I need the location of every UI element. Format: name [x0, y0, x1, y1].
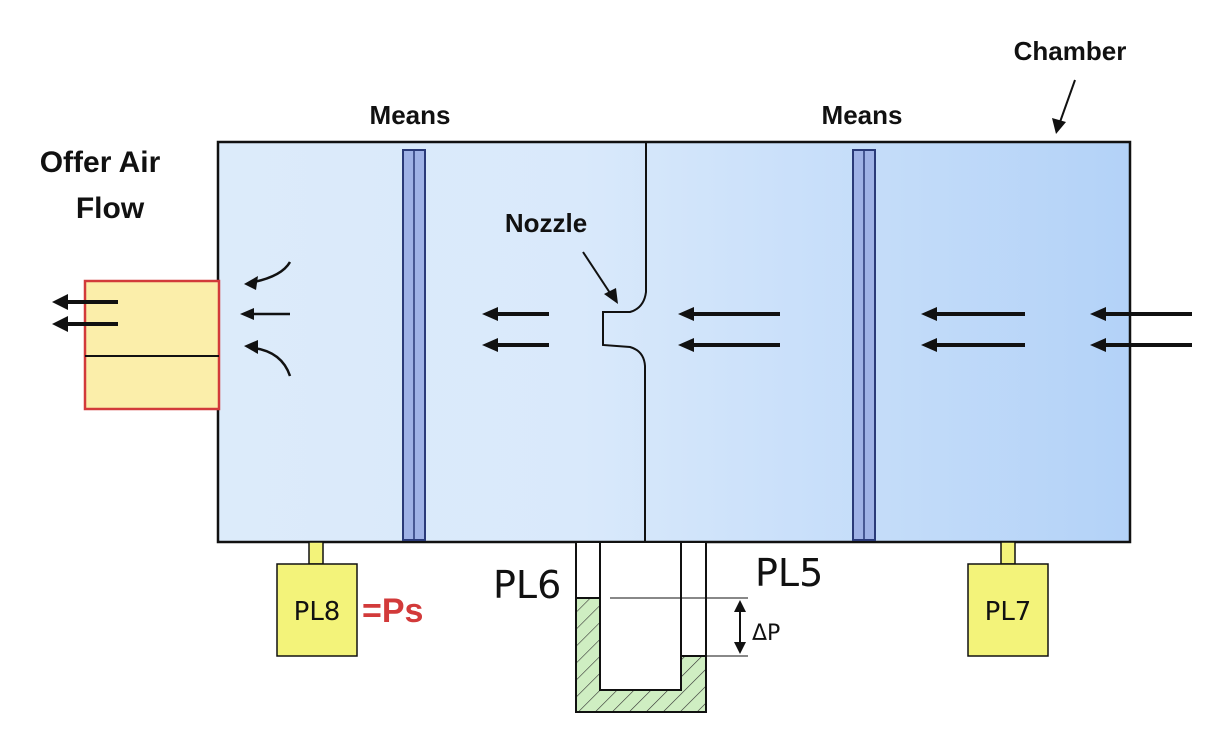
nozzle-wall	[602, 142, 647, 542]
gauge-pl8	[276, 541, 358, 657]
pl6-label: PL6	[493, 563, 561, 607]
pl5-label: PL5	[755, 551, 823, 595]
chamber-body	[216, 140, 1132, 544]
means-label-right: Means	[822, 100, 903, 130]
gauge-pl7	[967, 541, 1049, 657]
nozzle-pointer	[582, 251, 618, 304]
chamber-pointer	[1052, 79, 1076, 134]
delta-p-dimension	[734, 600, 746, 654]
ps-label: =Ps	[362, 592, 423, 630]
nozzle-label: Nozzle	[505, 208, 587, 238]
offer-air-flow-label-line1: Offer Air	[40, 146, 161, 179]
means-screen-left	[402, 149, 426, 541]
delta-p-label: ΔP	[752, 621, 780, 646]
means-label-left: Means	[370, 100, 451, 130]
pl8-label: PL8	[294, 597, 341, 627]
pl7-label: PL7	[985, 597, 1032, 627]
converging-arrows	[240, 261, 292, 377]
means-screen-right	[852, 149, 876, 541]
offer-air-flow-label-line2: Flow	[76, 192, 145, 225]
manometer	[575, 541, 748, 713]
chamber-label: Chamber	[1014, 36, 1127, 66]
flow-arrows	[482, 307, 1192, 352]
exit-arrows	[52, 294, 118, 332]
